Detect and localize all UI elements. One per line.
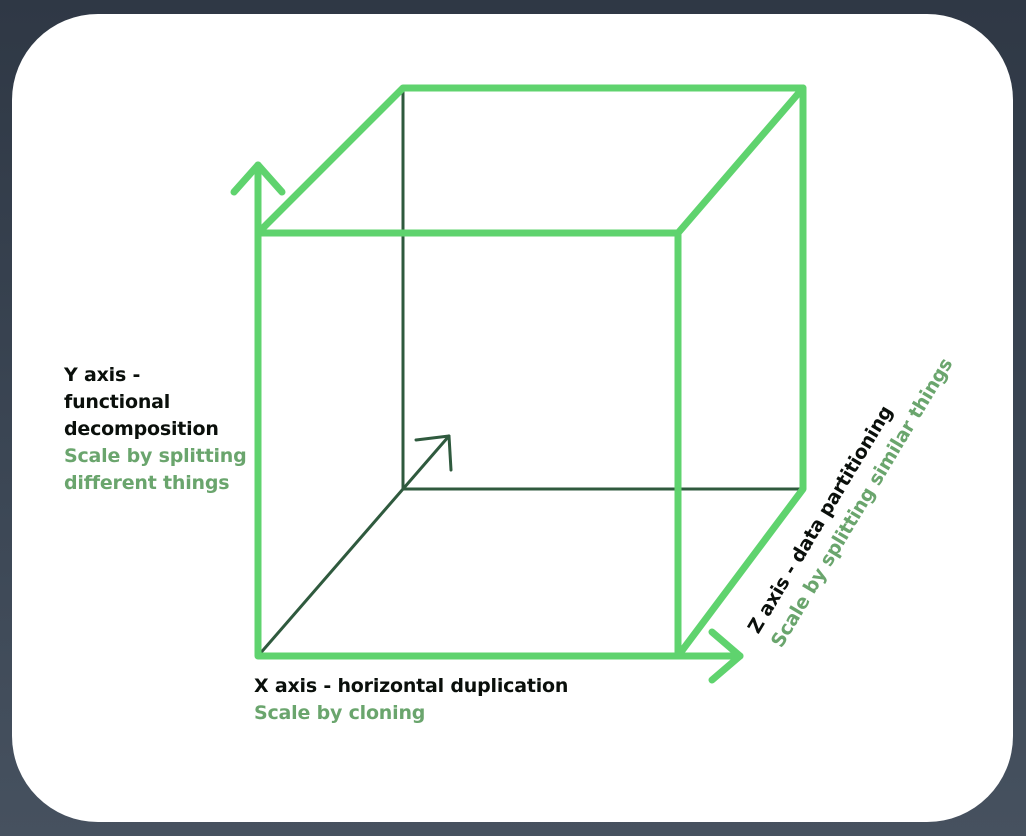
x-axis-title: X axis - horizontal duplication xyxy=(254,675,569,697)
x-axis-arrow-head xyxy=(708,628,744,684)
z-axis-arrow-shaft xyxy=(401,434,451,491)
visible-edges xyxy=(230,84,807,684)
hidden-edges xyxy=(256,86,805,658)
diagram-card xyxy=(12,14,1013,822)
y-axis-title-line2: functional xyxy=(64,391,171,413)
x-axis-desc: Scale by cloning xyxy=(254,702,426,724)
y-axis-desc-line2: different things xyxy=(64,472,230,494)
y-axis-desc-line1: Scale by splitting xyxy=(64,445,247,467)
x-axis-label: X axis - horizontal duplication Scale by… xyxy=(254,673,568,727)
y-axis-title-line3: decomposition xyxy=(64,418,219,440)
y-axis-title-line1: Y axis - xyxy=(64,364,141,386)
cube-top-face xyxy=(254,84,807,237)
cube-right-face xyxy=(674,84,807,660)
y-axis-label: Y axis - functional decomposition Scale … xyxy=(64,362,254,497)
y-axis-arrow-head xyxy=(230,161,286,196)
z-axis-arrow-head xyxy=(414,434,453,472)
hidden-edge-depth xyxy=(256,487,405,658)
cube-front-face xyxy=(254,229,682,660)
